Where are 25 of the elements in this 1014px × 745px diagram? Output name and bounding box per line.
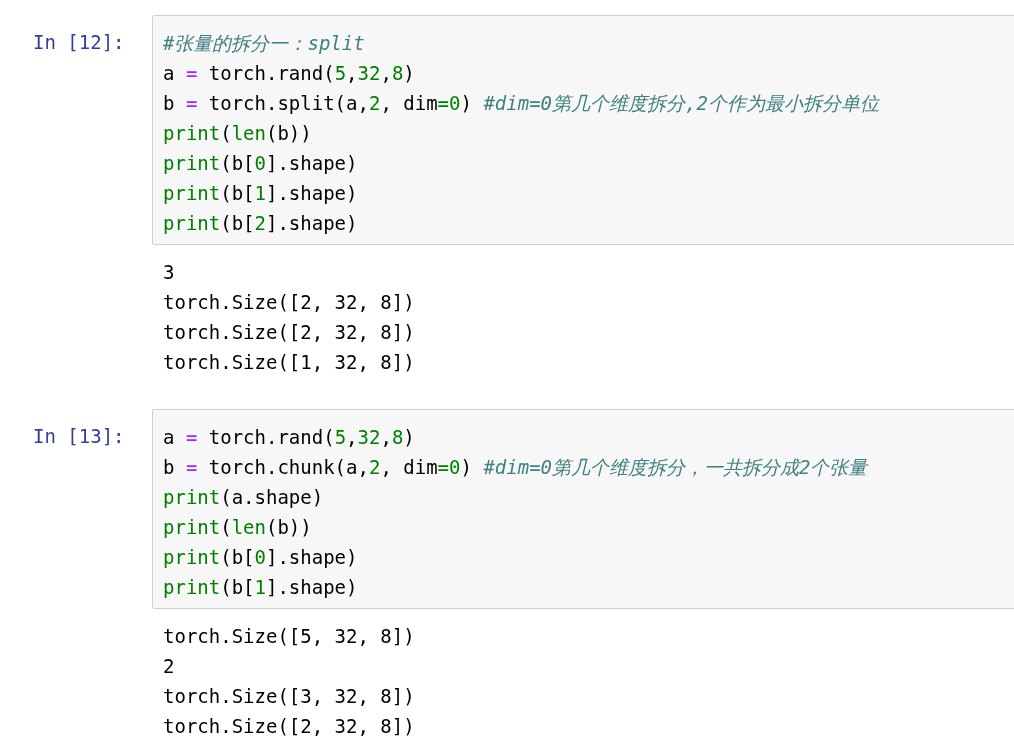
code-line: b = torch.chunk(a,2, dim=0) #dim=0第几个维度拆分，一共拆分成2个张量 xyxy=(163,455,868,480)
code-cell xyxy=(152,409,1014,609)
output-text: torch.Size([3, 32, 8]) xyxy=(163,684,415,709)
output-text: torch.Size([5, 32, 8]) xyxy=(163,624,415,649)
code-line: #张量的拆分一：split xyxy=(163,31,365,56)
output-text: torch.Size([2, 32, 8]) xyxy=(163,290,415,315)
output-text: torch.Size([1, 32, 8]) xyxy=(163,350,415,375)
code-line: a = torch.rand(5,32,8) xyxy=(163,425,415,450)
output-text: torch.Size([2, 32, 8]) xyxy=(163,714,415,739)
code-line: a = torch.rand(5,32,8) xyxy=(163,61,415,86)
code-line: print(len(b)) xyxy=(163,515,312,540)
code-line: print(b[1].shape) xyxy=(163,181,358,206)
prompt-label: In [12]: xyxy=(33,31,125,53)
code-line: print(b[0].shape) xyxy=(163,151,358,176)
output-text: 3 xyxy=(163,260,175,285)
prompt-label: In [13]: xyxy=(33,425,125,447)
code-line: print(b[1].shape) xyxy=(163,575,358,600)
code-line: print(b[2].shape) xyxy=(163,211,358,236)
code-line: b = torch.split(a,2, dim=0) #dim=0第几个维度拆分,2个作为最小拆分单位 xyxy=(163,91,879,116)
code-line: print(b[0].shape) xyxy=(163,545,358,570)
output-text: 2 xyxy=(163,654,175,679)
code-cell xyxy=(152,15,1014,245)
output-text: torch.Size([2, 32, 8]) xyxy=(163,320,415,345)
code-line: print(a.shape) xyxy=(163,485,324,510)
code-line: print(len(b)) xyxy=(163,121,312,146)
